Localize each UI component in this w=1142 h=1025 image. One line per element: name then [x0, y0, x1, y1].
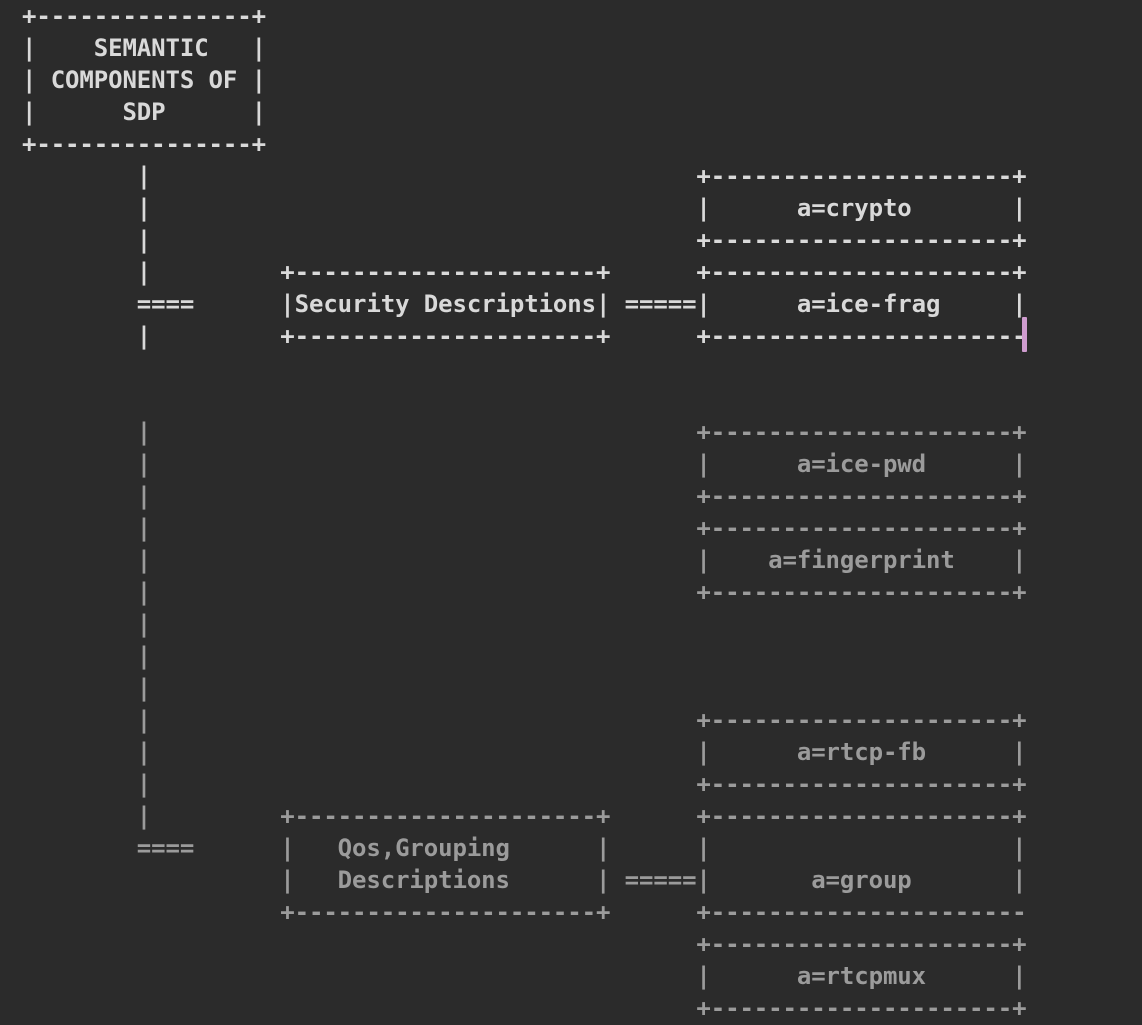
ascii-line-22: | +---------------------+: [22, 706, 1027, 734]
ascii-line-17: | | a=fingerprint |: [22, 546, 1027, 574]
ascii-line-27: | Descriptions | =====| a=group |: [22, 866, 1027, 894]
ascii-line-23: | | a=rtcp-fb |: [22, 738, 1027, 766]
ascii-line-2: | COMPONENTS OF |: [22, 66, 266, 94]
ascii-line-12: [22, 384, 1026, 416]
ascii-line-19: |: [22, 610, 152, 638]
ascii-line-24: | +---------------------+: [22, 770, 1027, 798]
ascii-line-3: | SDP |: [22, 98, 266, 126]
ascii-line-21: |: [22, 674, 152, 702]
ascii-line-8: | +---------------------+ +-------------…: [22, 258, 1027, 286]
ascii-line-31: +---------------------+: [22, 994, 1027, 1022]
ascii-line-10: | +---------------------+ +-------------…: [22, 322, 1027, 350]
ascii-line-13: | +---------------------+: [22, 418, 1027, 446]
text-cursor: [1022, 317, 1027, 352]
ascii-line-6: | | a=crypto |: [22, 194, 1027, 222]
ascii-line-11: [22, 352, 1026, 384]
ascii-line-14: | | a=ice-pwd |: [22, 450, 1027, 478]
ascii-line-4: +---------------+: [22, 130, 266, 158]
ascii-line-7: | +---------------------+: [22, 226, 1027, 254]
ascii-line-26: ==== | Qos,Grouping | | |: [22, 834, 1027, 862]
ascii-line-16: | +---------------------+: [22, 514, 1027, 542]
ascii-diagram: +---------------+ | SEMANTIC | | COMPONENT…: [22, 0, 1027, 1024]
ascii-line-15: | +---------------------+: [22, 482, 1027, 510]
ascii-line-29: +---------------------+: [22, 930, 1027, 958]
ascii-line-18: | +---------------------+: [22, 578, 1027, 606]
ascii-line-25: | +---------------------+ +-------------…: [22, 802, 1027, 830]
ascii-line-9: ==== |Security Descriptions| =====| a=ic…: [22, 290, 1027, 318]
ascii-line-28: +---------------------+ +---------------…: [22, 898, 1027, 926]
ascii-line-1: | SEMANTIC |: [22, 34, 266, 62]
ascii-line-20: |: [22, 642, 152, 670]
ascii-line-30: | a=rtcpmux |: [22, 962, 1027, 990]
ascii-line-5: | +---------------------+: [22, 162, 1027, 190]
ascii-line-0: +---------------+: [22, 2, 266, 30]
